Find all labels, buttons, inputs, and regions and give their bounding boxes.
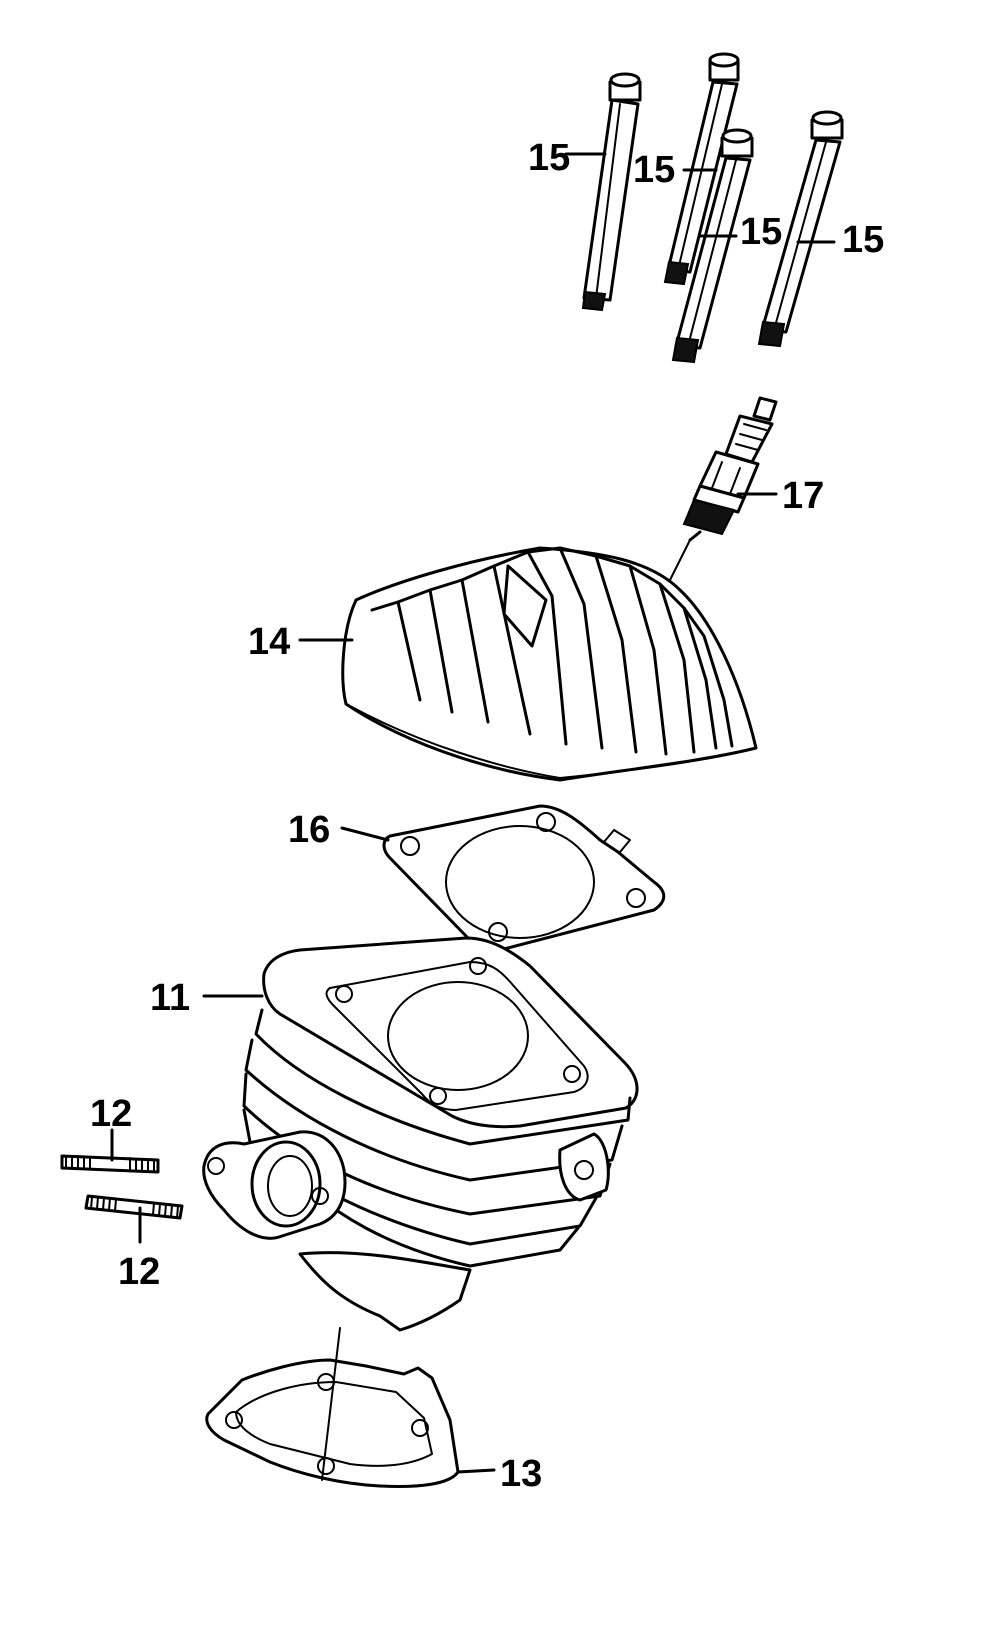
bolt-d	[757, 110, 844, 348]
label-base-gasket: 13	[500, 1453, 542, 1495]
label-cylinder: 11	[150, 977, 190, 1019]
axis-base-gasket	[321, 1327, 341, 1481]
stud-upper	[60, 1154, 160, 1174]
label-cylinder-head: 14	[248, 621, 290, 663]
label-stud-lower: 12	[118, 1251, 160, 1293]
label-bolt-b: 15	[633, 149, 675, 191]
label-head-gasket: 16	[288, 809, 330, 851]
leader-base-gasket	[456, 1468, 496, 1474]
bolt-a	[581, 72, 642, 312]
label-spark-plug: 17	[782, 475, 824, 517]
cylinder-head	[341, 546, 758, 782]
cylinder	[202, 936, 639, 1332]
bolt-b	[663, 52, 740, 286]
stud-lower	[84, 1194, 184, 1220]
base-gasket	[205, 1358, 460, 1488]
leader-head-gasket	[340, 826, 390, 842]
label-stud-upper: 12	[90, 1093, 132, 1135]
label-bolt-a: 15	[528, 137, 570, 179]
spark-plug	[682, 396, 778, 542]
head-gasket	[382, 804, 666, 952]
label-bolt-d: 15	[842, 219, 884, 261]
bolt-c	[671, 128, 754, 364]
label-bolt-c: 15	[740, 211, 782, 253]
